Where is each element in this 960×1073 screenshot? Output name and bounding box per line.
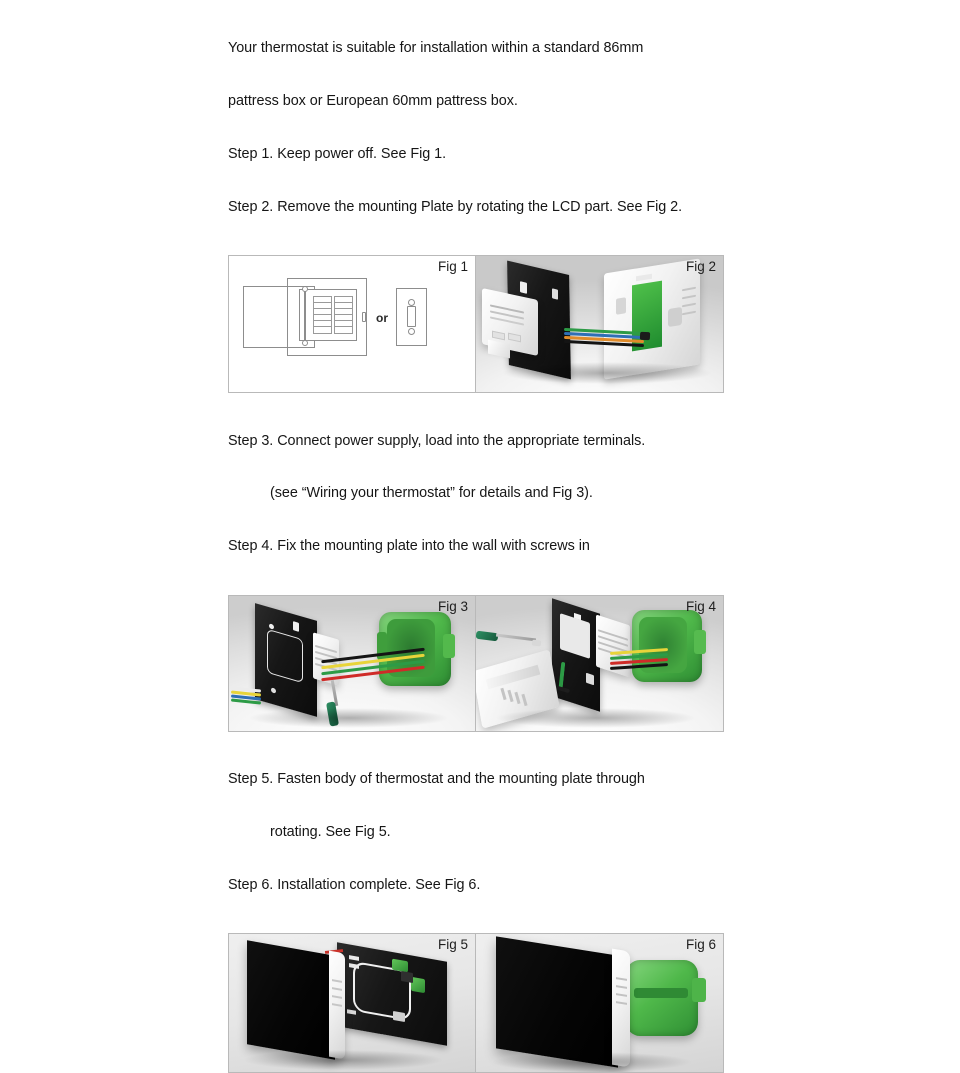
fig6-thermostat-bezel xyxy=(612,948,630,1068)
fig2-body-notch-left xyxy=(616,297,626,316)
figure-row-1: or Fig 1 xyxy=(228,255,724,394)
fig3-label: Fig 3 xyxy=(437,598,468,614)
document-column: Your thermostat is suitable for installa… xyxy=(228,0,724,1073)
step-3-line: Step 3. Connect power supply, load into … xyxy=(228,432,646,449)
fig1-breaker-column-left xyxy=(313,296,332,335)
fig2-label: Fig 2 xyxy=(685,259,716,275)
figure-cell-fig4: Fig 4 xyxy=(476,595,723,731)
fig3-canvas xyxy=(229,595,475,731)
figure-row-2: Fig 3 xyxy=(228,594,724,732)
fig3-ground-shadow xyxy=(249,707,449,728)
fig2-canvas xyxy=(476,256,723,393)
step-4-line: Step 4. Fix the mounting plate into the … xyxy=(228,538,590,555)
fig2-wire-connector xyxy=(639,332,651,341)
fig6-box-rib xyxy=(634,988,688,999)
fig6-pattress-box xyxy=(626,960,698,1037)
fig1-hinge-bottom xyxy=(301,340,308,347)
fig4-box-lug-right xyxy=(694,629,706,654)
fig6-ground-shadow xyxy=(492,1052,692,1073)
step-3-subline: (see “Wiring your thermostat” for detail… xyxy=(270,485,593,502)
fig2-plate-slot-top xyxy=(520,281,527,295)
fig1-switch-screw-bottom xyxy=(408,328,415,336)
fig4-plate-tab xyxy=(586,672,594,686)
page-root: Your thermostat is suitable for installa… xyxy=(228,40,724,1073)
fig4-ground-shadow xyxy=(496,707,696,728)
step-5-line: Step 5. Fasten body of thermostat and th… xyxy=(228,771,645,788)
intro-line-1: Your thermostat is suitable for installa… xyxy=(228,40,644,57)
fig1-panel-outer xyxy=(287,278,367,357)
step-5-subline: rotating. See Fig 5. xyxy=(270,823,391,840)
figure-cell-fig3: Fig 3 xyxy=(229,595,476,731)
fig5-label: Fig 5 xyxy=(437,937,468,953)
intro-text-block: Your thermostat is suitable for installa… xyxy=(228,0,724,255)
fig5-terminal-green-right xyxy=(411,977,425,994)
fig1-hinge-rail xyxy=(304,288,306,345)
fig4-canvas xyxy=(476,595,723,731)
steps-text-block-3: Step 5. Fasten body of thermostat and th… xyxy=(228,732,724,934)
fig4-screwdriver-shaft xyxy=(495,633,537,641)
figure-cell-fig6: Fig 6 xyxy=(476,934,723,1073)
fig6-label: Fig 6 xyxy=(685,937,716,953)
figure-row-3: Fig 5 xyxy=(228,933,724,1073)
fig2-ground-shadow xyxy=(502,362,712,385)
fig1-switch-screw-top xyxy=(408,299,415,307)
fig1-or-label: or xyxy=(376,311,388,326)
fig4-label: Fig 4 xyxy=(685,598,716,614)
figure-cell-fig2: Fig 2 xyxy=(476,256,723,393)
fig1-switch-plate xyxy=(396,288,427,347)
fig1-canvas: or xyxy=(229,256,475,393)
figure-cell-fig1: or Fig 1 xyxy=(229,256,476,393)
fig5-canvas xyxy=(229,934,475,1073)
fig2-plate-slot-right xyxy=(552,288,558,301)
fig5-thermostat-lcd xyxy=(247,940,335,1061)
step-6-line: Step 6. Installation complete. See Fig 6… xyxy=(228,876,481,893)
fig6-box-lug-right xyxy=(692,978,706,1003)
fig2-body-notch-right xyxy=(668,307,682,328)
fig3-plate-slot xyxy=(293,620,299,632)
fig6-canvas xyxy=(476,934,723,1073)
fig6-thermostat-lcd xyxy=(496,936,618,1069)
fig1-breaker-column-right xyxy=(334,296,353,335)
step-1-line: Step 1. Keep power off. See Fig 1. xyxy=(228,145,447,162)
fig1-hinge-top xyxy=(301,286,308,293)
fig2-housing-foot xyxy=(488,339,510,359)
fig1-panel-latch xyxy=(362,312,366,323)
fig3-box-lug-right xyxy=(443,633,455,658)
fig1-label: Fig 1 xyxy=(437,259,468,275)
figure-cell-fig5: Fig 5 xyxy=(229,934,476,1073)
step-2-line: Step 2. Remove the mounting Plate by rot… xyxy=(228,198,683,215)
fig4-screw xyxy=(531,639,542,647)
fig5-ground-shadow xyxy=(243,1050,443,1071)
intro-line-2: pattress box or European 60mm pattress b… xyxy=(228,92,518,109)
fig1-switch-toggle xyxy=(407,306,416,328)
steps-text-block-2: Step 3. Connect power supply, load into … xyxy=(228,393,724,595)
